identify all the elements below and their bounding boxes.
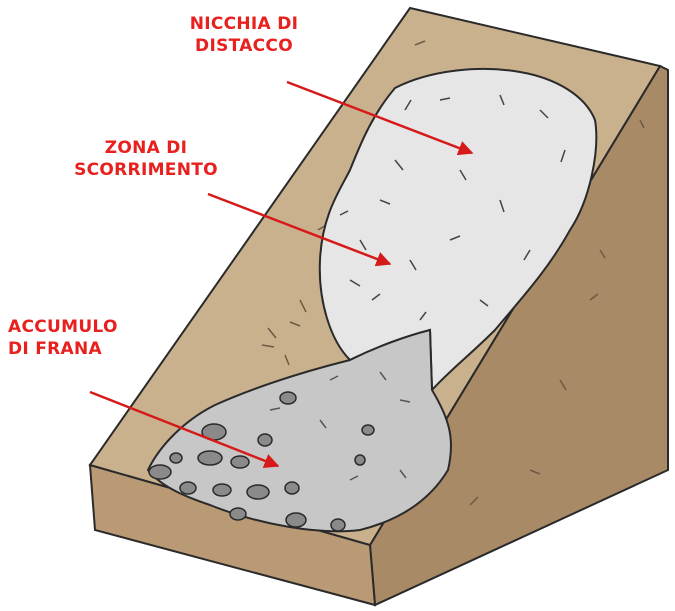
- label-sliding-zone: ZONA DI SCORRIMENTO: [61, 137, 231, 181]
- rock-icon: [148, 391, 375, 532]
- label-detachment-line2: DISTACCO: [195, 36, 293, 56]
- label-detachment-line1: NICCHIA DI: [189, 14, 299, 34]
- deposit-marks: [269, 371, 411, 481]
- detachment-scar: [318, 68, 598, 393]
- label-deposit-line1: ACCUMULO: [8, 317, 118, 337]
- label-deposit-line2: DI FRANA: [8, 339, 102, 359]
- arrow-icon: [89, 80, 474, 469]
- label-sliding-line1: ZONA DI: [104, 138, 188, 158]
- label-detachment-niche: NICCHIA DI DISTACCO: [184, 13, 304, 57]
- label-sliding-line2: SCORRIMENTO: [74, 160, 218, 180]
- landslide-deposit: [146, 328, 453, 533]
- label-landslide-deposit: ACCUMULO DI FRANA: [8, 316, 118, 360]
- scar-cracks: [339, 94, 566, 321]
